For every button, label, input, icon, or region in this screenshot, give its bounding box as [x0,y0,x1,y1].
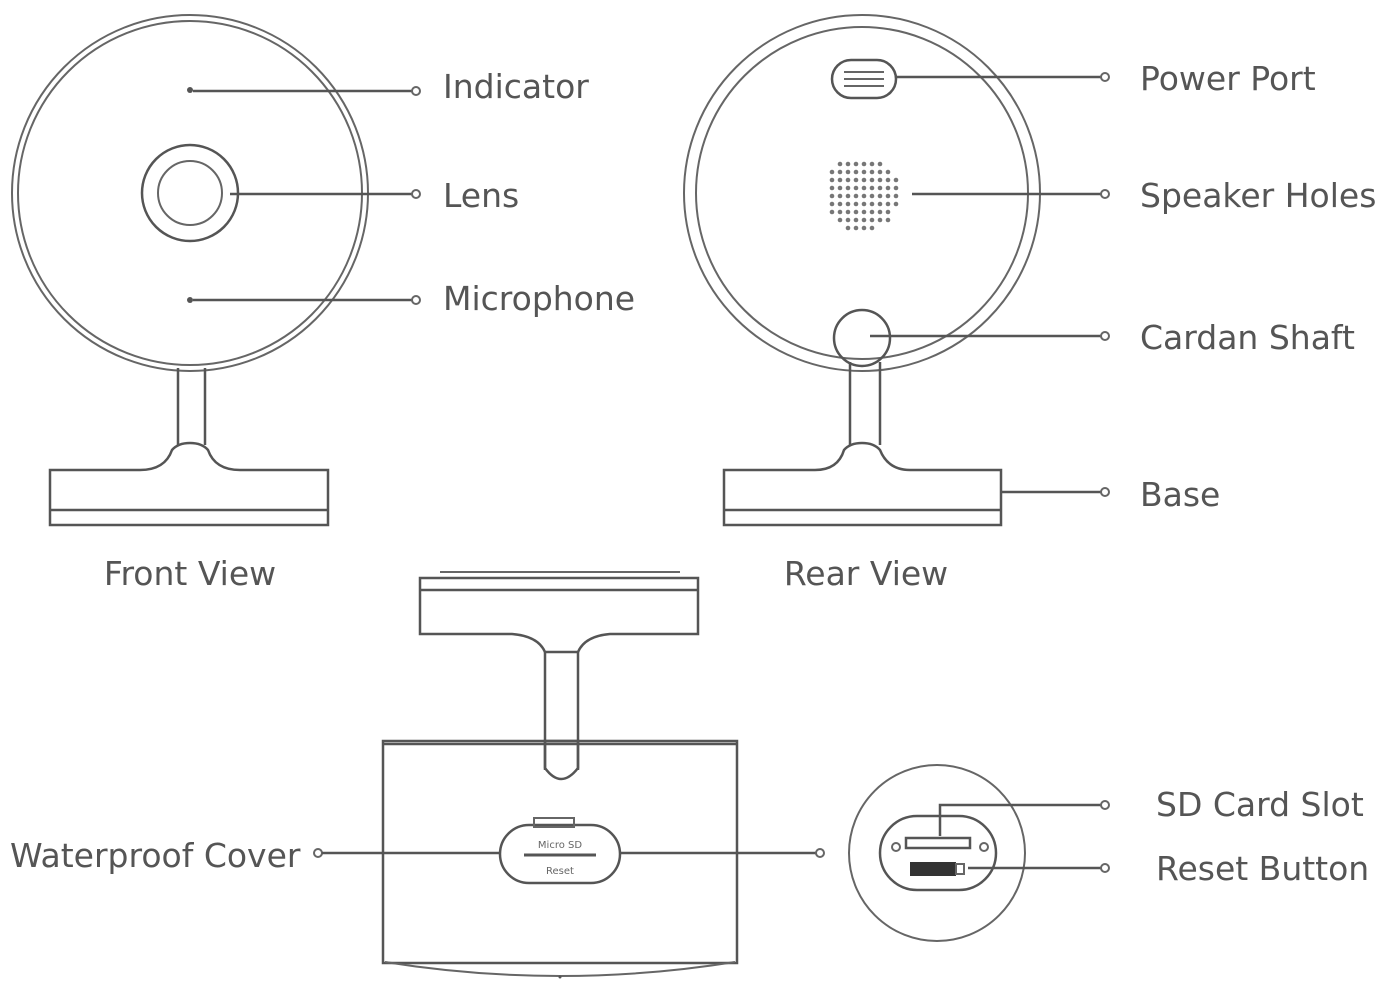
speaker-hole [869,177,875,183]
speaker-hole [829,177,835,183]
rear-view-caption: Rear View [784,554,948,593]
speaker-hole [837,161,843,167]
speaker-hole [837,193,843,199]
power-port-shape [830,58,898,100]
speaker-hole [869,169,875,175]
bottom-callouts [313,800,1110,873]
speaker-hole [877,209,883,215]
speaker-hole [829,201,835,207]
cardan-shaft-label: Cardan Shaft [1140,318,1355,357]
speaker-hole [861,185,867,191]
speaker-hole [885,185,891,191]
speaker-hole [869,225,875,231]
cardan-shaft-shape [832,308,892,368]
lens-ring [140,143,240,243]
reset-button-shape [910,862,956,876]
indicator-dot [187,87,193,93]
speaker-hole [829,193,835,199]
speaker-hole [837,185,843,191]
speaker-hole [877,185,883,191]
speaker-hole [853,209,859,215]
reset-button-label: Reset Button [1156,849,1369,888]
speaker-hole [877,193,883,199]
speaker-hole [837,177,843,183]
speaker-hole [829,169,835,175]
speaker-hole [861,177,867,183]
speaker-hole [837,209,843,215]
speaker-hole [885,209,891,215]
speaker-hole [869,161,875,167]
microphone-label: Microphone [443,279,635,318]
rear-view-drawing [683,14,1041,527]
front-view-caption: Front View [104,554,276,593]
speaker-hole [861,209,867,215]
speaker-hole [845,225,851,231]
microphone-dot [187,297,193,303]
speaker-hole [877,201,883,207]
indicator-label: Indicator [443,67,589,106]
speaker-hole [845,193,851,199]
speaker-hole [869,201,875,207]
speaker-holes-label: Speaker Holes [1140,176,1375,215]
speaker-hole [853,161,859,167]
front-view-drawing [11,14,369,527]
speaker-hole [853,217,859,223]
speaker-hole [877,217,883,223]
speaker-hole [829,209,835,215]
sd-card-slot-shape [904,836,972,850]
speaker-hole [837,217,843,223]
speaker-hole [861,193,867,199]
rear-callouts [870,72,1110,497]
speaker-hole [861,217,867,223]
speaker-hole [845,185,851,191]
speaker-hole [869,209,875,215]
speaker-hole [877,177,883,183]
speaker-hole [869,185,875,191]
speaker-hole [829,185,835,191]
speaker-hole [893,193,899,199]
cover-print-line2: Reset [546,866,574,877]
speaker-hole [885,193,891,199]
speaker-hole [837,169,843,175]
speaker-hole [893,185,899,191]
speaker-hole [853,185,859,191]
slot-detail-drawing [848,764,1026,942]
speaker-holes-grid [829,161,899,231]
speaker-hole [845,169,851,175]
cover-print-line1: Micro SD [538,840,582,851]
front-callouts [193,86,421,305]
speaker-hole [845,209,851,215]
speaker-hole [861,201,867,207]
speaker-hole [845,217,851,223]
speaker-hole [837,201,843,207]
speaker-hole [885,201,891,207]
speaker-hole [861,225,867,231]
speaker-hole [853,201,859,207]
speaker-hole [869,217,875,223]
bottom-view-drawing: Micro SD Reset [381,571,739,979]
speaker-hole [845,177,851,183]
speaker-hole [877,169,883,175]
speaker-hole [861,161,867,167]
speaker-hole [869,193,875,199]
speaker-hole [845,201,851,207]
speaker-hole [885,177,891,183]
speaker-hole [853,169,859,175]
sd-card-slot-label: SD Card Slot [1156,785,1364,824]
speaker-hole [893,201,899,207]
speaker-hole [853,193,859,199]
power-port-label: Power Port [1140,59,1316,98]
speaker-hole [853,177,859,183]
speaker-hole [853,225,859,231]
speaker-hole [893,177,899,183]
base-label: Base [1140,475,1220,514]
speaker-hole [885,217,891,223]
speaker-hole [877,161,883,167]
lens-label: Lens [443,176,519,215]
speaker-hole [845,161,851,167]
speaker-hole [885,169,891,175]
speaker-hole [861,169,867,175]
waterproof-cover-label: Waterproof Cover [10,836,301,875]
